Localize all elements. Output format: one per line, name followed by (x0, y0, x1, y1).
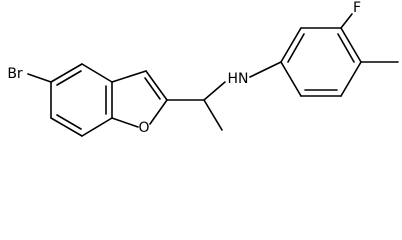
bond-c3-c4-inner (337, 33, 355, 63)
atom-label-f: F (353, 0, 361, 16)
bond-c3-f (340, 13, 353, 29)
bond-c5-br (27, 73, 52, 83)
bond-c5-c4 (50, 63, 83, 83)
bond-nh-c1 (249, 61, 282, 78)
bond-c2-o (149, 99, 168, 125)
benzofuran-furan-ring (111, 70, 168, 128)
bond-c7-c6-inner (56, 114, 82, 130)
fluorine-label: F (353, 0, 361, 16)
bond-c6-c1 (280, 61, 302, 97)
bond-c1-c2-inner (287, 33, 305, 63)
bond-c5-c4-inner (56, 70, 82, 86)
bromine-label: Br (7, 66, 23, 82)
bond-o-c7a (111, 117, 139, 128)
molecule-structure: Br O HN F (7, 0, 399, 137)
bond-c4-c5 (340, 61, 362, 97)
phenyl-ring (280, 27, 362, 97)
bond-ch-nh (203, 81, 226, 101)
bond-c3-c2 (145, 70, 168, 101)
bond-c3-c2-inner (144, 77, 161, 100)
bond-c7a-c7 (81, 117, 113, 137)
bond-c1-c2 (280, 27, 302, 63)
atom-label-o: O (138, 120, 149, 136)
benzofuran-benzene-ring (50, 63, 113, 137)
ethylamine-linker (166, 81, 226, 131)
atom-label-nh: HN (228, 71, 249, 87)
bond-c3-c4 (340, 27, 362, 63)
atom-label-br: Br (7, 66, 23, 82)
bond-ch-ch3 (203, 99, 223, 131)
bond-c3a-c3 (111, 70, 147, 83)
bond-c7-c6 (50, 117, 83, 137)
bond-c4-c3a (81, 63, 113, 83)
amine-label: HN (228, 71, 249, 87)
oxygen-label: O (138, 120, 149, 136)
